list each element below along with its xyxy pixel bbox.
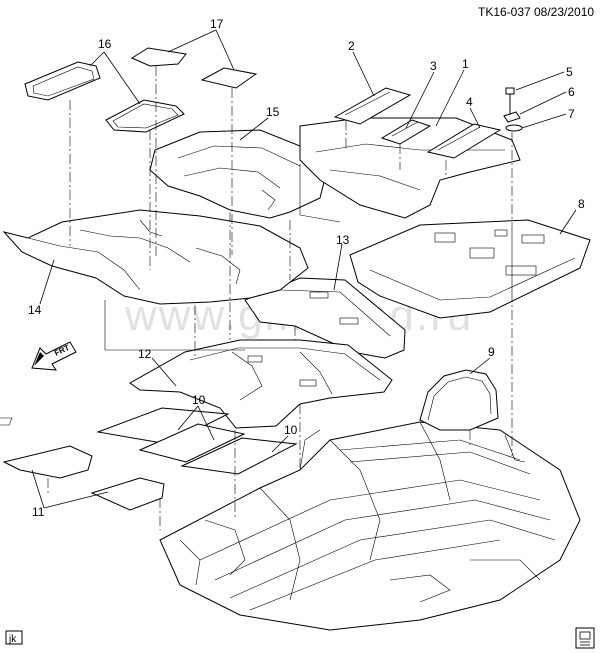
callout-5: 5 — [566, 65, 573, 79]
callout-12: 12 — [138, 347, 152, 361]
part-2-cover — [333, 87, 412, 125]
document-icon — [575, 627, 595, 649]
part-9-wheelhouse-insulator — [419, 369, 499, 431]
part-15-carpet-mid — [149, 129, 331, 219]
part-10-mat-front-right — [180, 437, 298, 475]
callout-8: 8 — [578, 197, 585, 211]
part-3-cover — [380, 119, 432, 145]
callout-17: 17 — [210, 17, 224, 31]
part-13-center-insulator — [244, 277, 406, 359]
footer-tag: jk — [8, 634, 17, 645]
callouts: 1 2 3 4 5 6 7 8 9 10 10 11 12 13 14 15 1… — [28, 17, 585, 519]
callout-9: 9 — [488, 345, 495, 359]
part-6-retainer — [503, 111, 521, 123]
part-11-mat-rear-left — [2, 445, 93, 479]
part-7-washer — [505, 124, 523, 132]
projection-lines — [47, 66, 513, 530]
callout-3: 3 — [430, 59, 437, 73]
floor-pan — [159, 421, 581, 631]
leader-lines — [31, 29, 577, 509]
callout-10-a: 10 — [192, 393, 206, 407]
part-11-mat-rear-right — [90, 477, 165, 511]
part-16-mat-right — [105, 99, 185, 133]
diagram-date: 08/23/2010 — [534, 5, 594, 19]
part-8-rear-floor-panel — [349, 219, 591, 319]
part-10-mat-front-center — [138, 423, 246, 463]
callout-10-b: 10 — [284, 423, 298, 437]
footer-tag-box: jk — [5, 630, 23, 645]
front-direction-arrow: FRT — [31, 341, 77, 371]
part-17-mat-right — [200, 67, 258, 89]
part-4-cover — [426, 123, 502, 159]
callout-14: 14 — [28, 303, 42, 317]
callout-15: 15 — [266, 105, 280, 119]
diagram-code: TK16-037 — [478, 5, 531, 19]
callout-1: 1 — [462, 57, 469, 71]
callout-7: 7 — [568, 107, 575, 121]
part-17-mat-left — [130, 47, 187, 67]
callout-11: 11 — [32, 505, 45, 519]
callout-16: 16 — [98, 37, 112, 51]
callout-2: 2 — [348, 39, 355, 53]
part-10-mat-front-left — [96, 407, 230, 445]
callout-13: 13 — [336, 233, 350, 247]
part-16-mat-left — [24, 61, 101, 101]
callout-6: 6 — [568, 85, 575, 99]
callout-4: 4 — [466, 95, 473, 109]
